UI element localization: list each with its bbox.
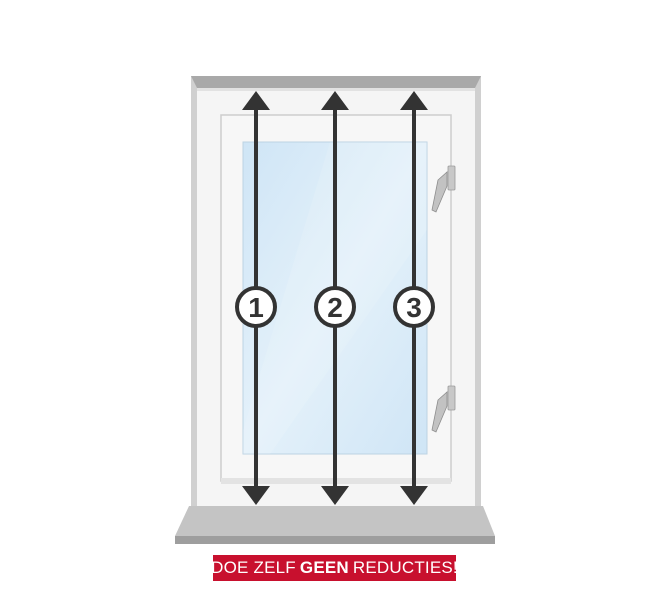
arrow-down-icon	[400, 486, 428, 505]
measurement-2: 2	[314, 91, 356, 505]
arrow-up-icon	[321, 91, 349, 110]
warning-text-emphasis: GEEN	[299, 558, 349, 577]
measurement-badge	[235, 286, 277, 328]
measurement-label: 2	[327, 292, 343, 323]
arrow-up-icon	[400, 91, 428, 110]
hinge-bottom-icon	[431, 385, 456, 433]
warning-text-1: DOE ZELF	[211, 558, 296, 577]
measurement-arrows: 1 2 3	[235, 91, 435, 505]
measurement-badge	[393, 286, 435, 328]
arrow-up-icon	[242, 91, 270, 110]
hinge-top-icon	[431, 165, 456, 213]
measurement-3: 3	[393, 91, 435, 505]
window-sill	[175, 506, 495, 544]
measurement-label: 1	[248, 292, 264, 323]
warning-banner: DOE ZELF GEEN REDUCTIES!	[211, 555, 458, 581]
measurement-label: 3	[406, 292, 422, 323]
arrow-down-icon	[242, 486, 270, 505]
measurement-badge	[314, 286, 356, 328]
arrow-down-icon	[321, 486, 349, 505]
warning-text-2: REDUCTIES!	[352, 558, 458, 577]
measurement-1: 1	[235, 91, 277, 505]
